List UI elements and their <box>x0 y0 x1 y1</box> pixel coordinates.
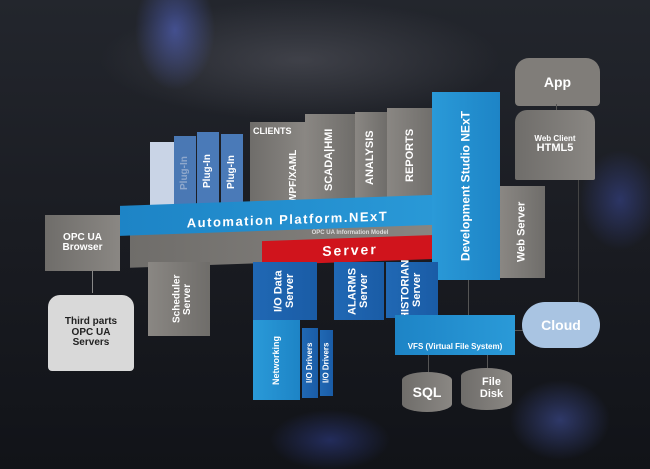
plugin-3: Plug-In <box>221 134 243 210</box>
io-data-server: I/O Data Server <box>253 262 317 320</box>
reports-box: REPORTS <box>387 108 435 202</box>
web-server: Web Server <box>500 186 545 278</box>
historian-server: HISTORIAN Server <box>386 260 438 320</box>
networking: Networking <box>253 320 300 400</box>
clients-title: CLIENTS <box>253 126 292 136</box>
plugin-1: Plug-In <box>174 136 196 210</box>
development-studio: Development Studio NExT <box>432 92 500 280</box>
scheduler-server: Scheduler Server <box>148 262 210 336</box>
info-model-label: OPC UA Information Model <box>311 229 389 236</box>
app-box: App <box>515 58 600 106</box>
wpf-xaml: WPF/XAML <box>287 149 299 203</box>
web-client: Web Client HTML5 <box>515 110 595 180</box>
third-parts-servers: Third parts OPC UA Servers <box>48 295 134 371</box>
io-drivers-1: I/O Drivers <box>302 328 318 398</box>
io-drivers-2: I/O Drivers <box>320 330 333 396</box>
vfs-box: VFS (Virtual File System) <box>395 315 515 355</box>
opc-ua-browser: OPC UA Browser <box>45 215 120 271</box>
alarms-server: ALARMS Server <box>334 262 384 320</box>
clients-box: CLIENTS <box>250 122 305 208</box>
analysis-box: ANALYSIS <box>355 112 387 204</box>
scada-hmi-box: SCADA|HMI <box>305 114 355 206</box>
web-client-label: Web Client <box>534 134 576 144</box>
web-client-html5: HTML5 <box>536 142 574 155</box>
cloud: Cloud <box>522 302 600 348</box>
plugin-2: Plug-In <box>197 132 219 210</box>
sql-db: SQL <box>402 372 452 412</box>
file-disk: File Disk <box>461 368 512 410</box>
placeholder-module <box>150 142 174 210</box>
